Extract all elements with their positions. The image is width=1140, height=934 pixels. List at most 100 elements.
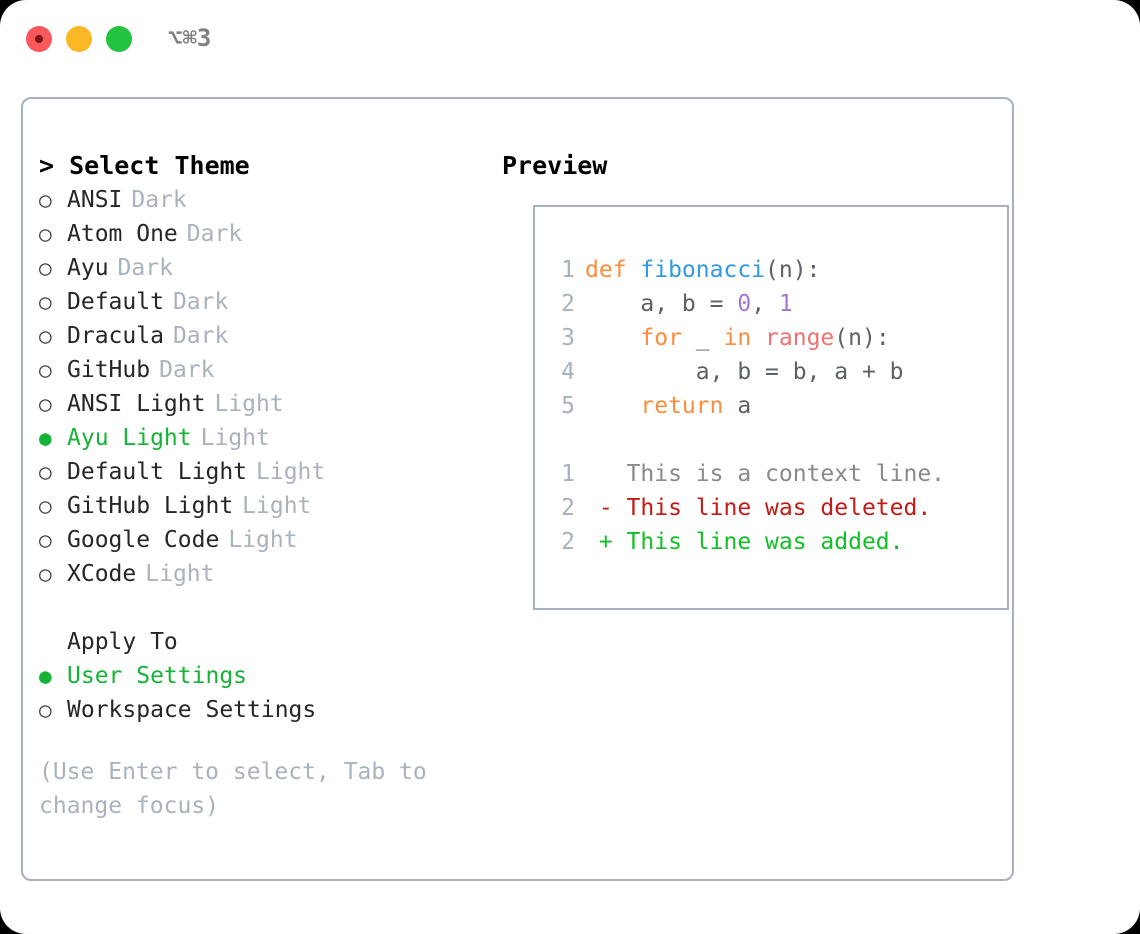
radio-unselected-icon: ○ (39, 392, 52, 416)
radio-unselected-icon: ○ (39, 222, 52, 246)
code-token-plain: a, b = b, a + b (585, 359, 904, 385)
theme-option-ansi-light[interactable]: ○ ANSI Light Light (39, 387, 479, 421)
code-text: a, b = 0, 1 (575, 291, 792, 317)
theme-option-github-light[interactable]: ○ GitHub Light Light (39, 489, 479, 523)
theme-option-label: Ayu Light (67, 425, 192, 451)
window-zoom-button[interactable] (106, 26, 132, 52)
theme-option-label: Ayu (67, 255, 109, 281)
theme-option-variant: Light (145, 561, 215, 587)
code-token-kw: for (640, 325, 682, 351)
diff-line-ctx: 1 This is a context line. (553, 457, 945, 491)
line-number: 4 (561, 359, 575, 385)
code-token-plain: a (723, 393, 752, 419)
preview-title: Preview (502, 151, 608, 180)
code-token-plain: (n): (765, 257, 821, 283)
radio-selected-icon: ● (39, 426, 52, 450)
apply-to-option-label: User Settings (67, 663, 248, 689)
theme-option-variant: Light (214, 391, 284, 417)
theme-option-variant: Dark (131, 187, 187, 213)
line-number: 1 (561, 257, 575, 283)
page-title: > Select Theme (39, 151, 250, 180)
code-token-kw: in (723, 325, 752, 351)
theme-option-label: XCode (67, 561, 137, 587)
apply-to-option-workspace-settings[interactable]: ○Workspace Settings (39, 693, 479, 727)
code-token-kw: return (640, 393, 724, 419)
apply-to-option-list: ● User Settings ○Workspace Settings (39, 659, 479, 727)
theme-option-variant: Dark (117, 255, 173, 281)
radio-unselected-icon: ○ (39, 528, 52, 552)
keyboard-shortcut-label: ⌥⌘3 (168, 24, 212, 52)
line-number: 3 (561, 325, 575, 351)
code-token-call: range (765, 325, 835, 351)
radio-selected-icon: ● (39, 664, 52, 688)
theme-option-variant: Light (200, 425, 270, 451)
theme-option-atom-one[interactable]: ○ Atom One Dark (39, 217, 479, 251)
code-token-plain: _ (681, 325, 724, 351)
radio-unselected-icon: ○ (39, 698, 52, 722)
code-line: 4 a, b = b, a + b (553, 355, 945, 389)
theme-option-label: Atom One (67, 221, 178, 247)
code-text: a, b = b, a + b (575, 359, 904, 385)
help-hint-text: (Use Enter to select, Tab to change focu… (39, 759, 441, 819)
line-number: 2 (561, 495, 575, 521)
theme-option-variant: Light (242, 493, 312, 519)
theme-option-label: GitHub Light (67, 493, 234, 519)
diff-line-add: 2 + This line was added. (553, 525, 945, 559)
code-text: return a (575, 393, 751, 419)
code-line: 5 return a (553, 389, 945, 423)
theme-option-label: GitHub (67, 357, 151, 383)
code-text: def fibonacci(n): (575, 257, 820, 283)
code-token-num: 0 (737, 291, 752, 317)
theme-option-variant: Dark (186, 221, 243, 247)
theme-option-variant: Light (228, 527, 298, 553)
code-text: for _ in range(n): (575, 325, 890, 351)
theme-option-ayu[interactable]: ○ Ayu Dark (39, 251, 479, 285)
theme-option-variant: Light (256, 459, 326, 485)
theme-option-google-code[interactable]: ○ Google Code Light (39, 523, 479, 557)
code-line: 3 for _ in range(n): (553, 321, 945, 355)
theme-option-label: Google Code (67, 527, 220, 553)
code-token-fn: fibonacci (640, 257, 766, 283)
window-close-button[interactable] (26, 26, 52, 52)
diff-line-del: 2 - This line was deleted. (553, 491, 945, 525)
code-token-plain: , (751, 291, 779, 317)
theme-option-variant: Dark (172, 323, 229, 349)
diff-text: + This line was added. (585, 529, 904, 555)
radio-unselected-icon: ○ (39, 460, 52, 484)
diff-text: This is a context line. (585, 461, 946, 487)
line-number: 5 (561, 393, 575, 419)
theme-option-label: ANSI Light (67, 391, 206, 417)
code-line: 2 a, b = 0, 1 (553, 287, 945, 321)
radio-unselected-icon: ○ (39, 494, 52, 518)
line-number: 2 (561, 529, 575, 555)
code-token-plain: (n): (834, 325, 890, 351)
line-number: 1 (561, 461, 575, 487)
code-token-kw: def (585, 257, 641, 283)
diff-text: - This line was deleted. (585, 495, 932, 521)
code-token-plain: a, b = (585, 291, 738, 317)
apply-to-heading: Apply To (67, 629, 178, 655)
window-minimize-button[interactable] (66, 26, 92, 52)
code-token-plain (585, 325, 640, 351)
radio-unselected-icon: ○ (39, 256, 52, 280)
radio-unselected-icon: ○ (39, 324, 52, 348)
apply-to-option-user-settings[interactable]: ● User Settings (39, 659, 479, 693)
theme-option-ayu-light[interactable]: ● Ayu Light Light (39, 421, 479, 455)
code-token-plain (751, 325, 765, 351)
theme-option-label: Default (67, 289, 164, 315)
radio-unselected-icon: ○ (39, 358, 52, 382)
radio-unselected-icon: ○ (39, 188, 52, 212)
radio-unselected-icon: ○ (39, 290, 52, 314)
section-spacer (39, 591, 479, 625)
